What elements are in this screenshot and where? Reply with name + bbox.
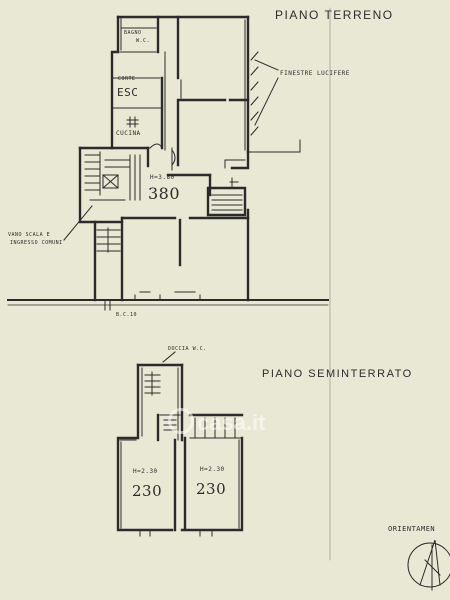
- courtyard-label: CORTE: [118, 76, 136, 82]
- shower-label: DOCCIA W.C.: [168, 346, 207, 352]
- ground-floor-walls: [78, 15, 250, 302]
- kitchen-label: CUCINA: [116, 130, 141, 137]
- watermark-text: casa.it: [197, 410, 266, 435]
- basement-left-height-label: H=2.30: [133, 468, 158, 475]
- watermark-logo-icon: [168, 408, 194, 434]
- basement-title: PIANO SEMINTERRATO: [262, 368, 413, 380]
- basement-right-height-value: 230: [196, 480, 227, 498]
- street-label: B.C.10: [116, 312, 138, 318]
- basement-thin-lines: [119, 7, 331, 561]
- orientation-label: ORIENTAMEN: [388, 525, 436, 533]
- basement-right-height-label: H=2.30: [200, 466, 225, 473]
- basement-walls: [116, 363, 244, 532]
- courtyard-sub-label: ESC: [117, 86, 139, 99]
- ground-floor-title: PIANO TERRENO: [275, 8, 394, 22]
- bathroom-sub-label: W.C.: [136, 38, 151, 44]
- north-arrow: [407, 539, 450, 591]
- watermark: casa.it: [168, 408, 266, 436]
- stair-label-line-2: INGRESSO COMUNI: [10, 240, 63, 246]
- ground-height-value: 380: [148, 184, 181, 203]
- stair-label-line-1: VANO SCALA E: [8, 232, 51, 238]
- skylights-label: FINESTRE LUCIFERE: [280, 70, 350, 77]
- bathroom-label: BAGNO: [124, 30, 142, 36]
- basement-left-height-value: 230: [132, 482, 163, 500]
- ground-height-label: H=3.80: [150, 174, 175, 181]
- ground-floor-thin-lines: [7, 16, 329, 311]
